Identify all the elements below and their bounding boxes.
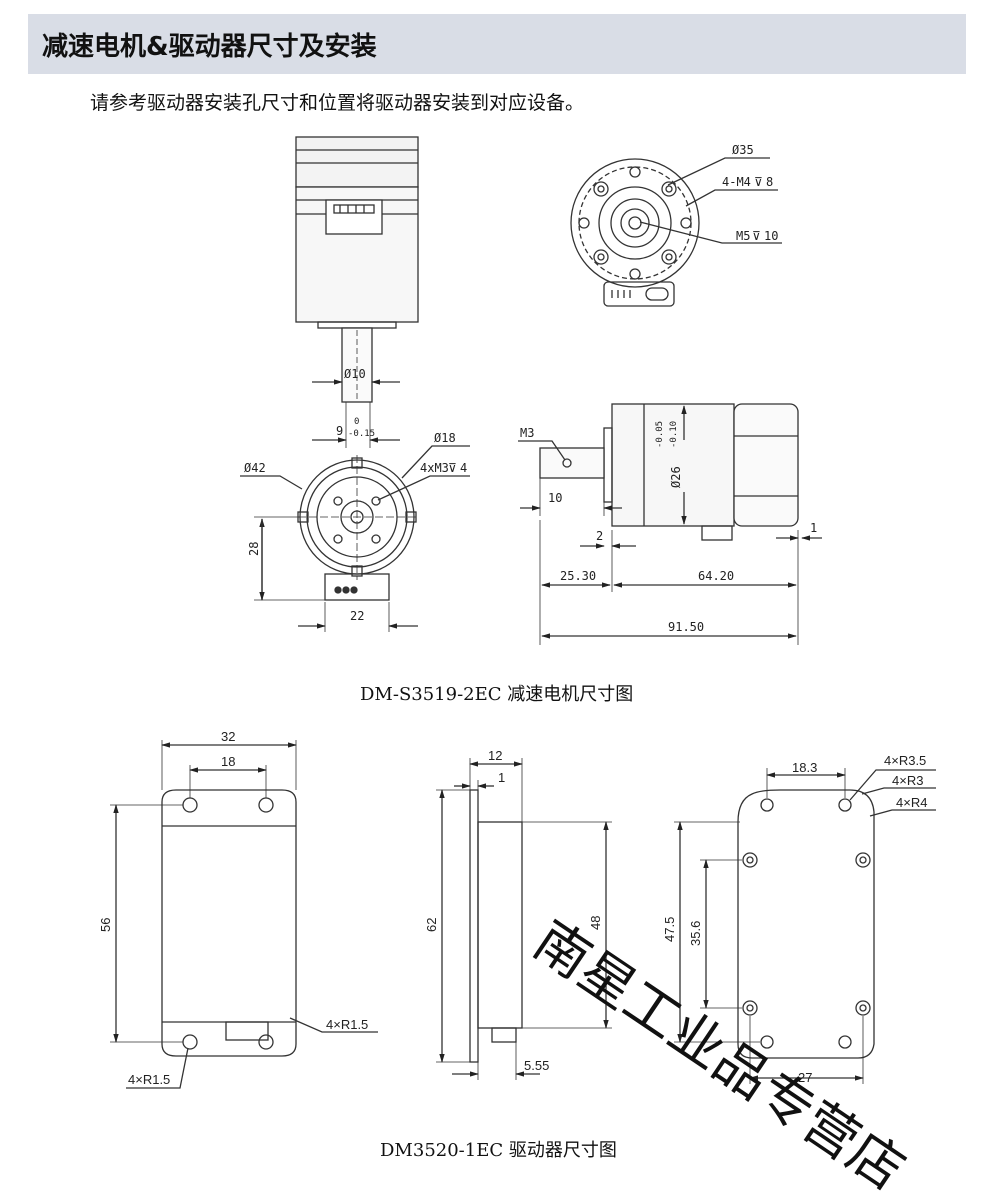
dim-r15-b: 4×R1.5 [128, 1072, 170, 1087]
dim-12: 12 [488, 748, 502, 763]
driver-caption: DM3520-1EC 驱动器尺寸图 [380, 1140, 617, 1161]
dim-18: 18 [221, 754, 235, 769]
section-header: 减速电机&驱动器尺寸及安装 [28, 14, 966, 74]
dim-9: 9 [336, 424, 343, 438]
dim-35-6: 35.6 [688, 921, 703, 946]
dim-91-50: 91.50 [668, 620, 704, 634]
driver-drawing: 32 18 56 4×R1.5 4×R1.5 12 1 62 48 5.55 1… [98, 729, 936, 1089]
dim-m3x4-depth: 4 [460, 461, 467, 475]
dim-tol-005: -0.05 [655, 421, 665, 448]
driver-side-view [436, 758, 612, 1080]
dim-tol-010: -0.10 [669, 421, 679, 448]
dim-m3: M3 [520, 426, 534, 440]
dim-18-3: 18.3 [792, 760, 817, 775]
dim-r3: 4×R3 [892, 773, 923, 788]
dim-62: 62 [424, 918, 439, 932]
driver-front-view [110, 740, 378, 1089]
section-title: 减速电机&驱动器尺寸及安装 [42, 32, 377, 62]
dim-28: 28 [247, 542, 261, 556]
dim-m4: 4-M4 [722, 175, 751, 189]
motor-side-view [295, 136, 419, 448]
dim-phi26: Ø26 [669, 466, 683, 488]
dim-m5: M5 [736, 229, 750, 243]
motor-end-view [570, 157, 782, 307]
dim-m4-depth: 8 [766, 175, 773, 189]
dim-r35: 4×R3.5 [884, 753, 926, 768]
dim-r15-a: 4×R1.5 [326, 1017, 368, 1032]
dim-47-5: 47.5 [662, 917, 677, 942]
motor-dim-labels: Ø35 4-M4 ⊽ 8 M5 ⊽ 10 Ø10 9 0 -0.15 Ø18 4… [244, 143, 817, 634]
motor-top-view [518, 403, 822, 645]
dim-r4: 4×R4 [896, 795, 927, 810]
dim-phi35: Ø35 [732, 143, 754, 157]
svg-text:⊽: ⊽ [754, 175, 763, 189]
dim-phi10: Ø10 [344, 367, 366, 381]
dim-10: 10 [548, 491, 562, 505]
dim-22: 22 [350, 609, 364, 623]
intro-text: 请参考驱动器安装孔尺寸和位置将驱动器安装到对应设备。 [90, 92, 585, 114]
motor-caption: DM-S3519-2EC 减速电机尺寸图 [360, 684, 634, 705]
dim-32: 32 [221, 729, 235, 744]
dim-2: 2 [596, 529, 603, 543]
dim-phi18: Ø18 [434, 431, 456, 445]
dim-tol-0: 0 [354, 417, 359, 427]
dim-phi42: Ø42 [244, 461, 266, 475]
dim-1: 1 [810, 521, 817, 535]
dim-56: 56 [98, 918, 113, 932]
dim-48: 48 [588, 916, 603, 930]
motor-front-view [240, 445, 470, 632]
dim-m5-depth: 10 [764, 229, 778, 243]
svg-text:⊽: ⊽ [448, 461, 457, 475]
dim-m3x4: 4xM3 [420, 461, 449, 475]
dim-5-55: 5.55 [524, 1058, 549, 1073]
motor-drawing: Ø35 4-M4 ⊽ 8 M5 ⊽ 10 Ø10 9 0 -0.15 Ø18 4… [240, 136, 822, 645]
dim-64-20: 64.20 [698, 569, 734, 583]
dim-1-side: 1 [498, 770, 505, 785]
driver-dim-labels: 32 18 56 4×R1.5 4×R1.5 12 1 62 48 5.55 1… [98, 729, 927, 1087]
dim-25-30: 25.30 [560, 569, 596, 583]
dim-tol-m015: -0.15 [348, 429, 375, 439]
driver-back-view [674, 768, 936, 1084]
dim-27: 27 [798, 1070, 812, 1085]
svg-text:⊽: ⊽ [752, 229, 761, 243]
